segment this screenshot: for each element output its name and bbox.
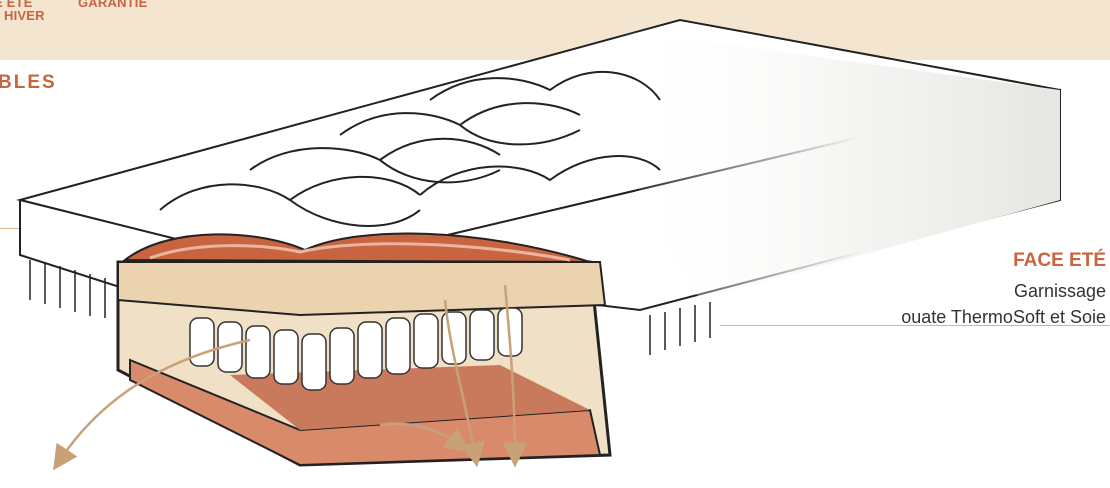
side-vents-right: [650, 302, 710, 355]
face-ete-callout: FACE ETÉ Garnissage ouate ThermoSoft et …: [901, 250, 1106, 330]
face-ete-title: FACE ETÉ: [901, 250, 1106, 272]
face-ete-line-1: Garnissage: [901, 278, 1106, 304]
face-ete-line-2: ouate ThermoSoft et Soie: [901, 304, 1106, 330]
